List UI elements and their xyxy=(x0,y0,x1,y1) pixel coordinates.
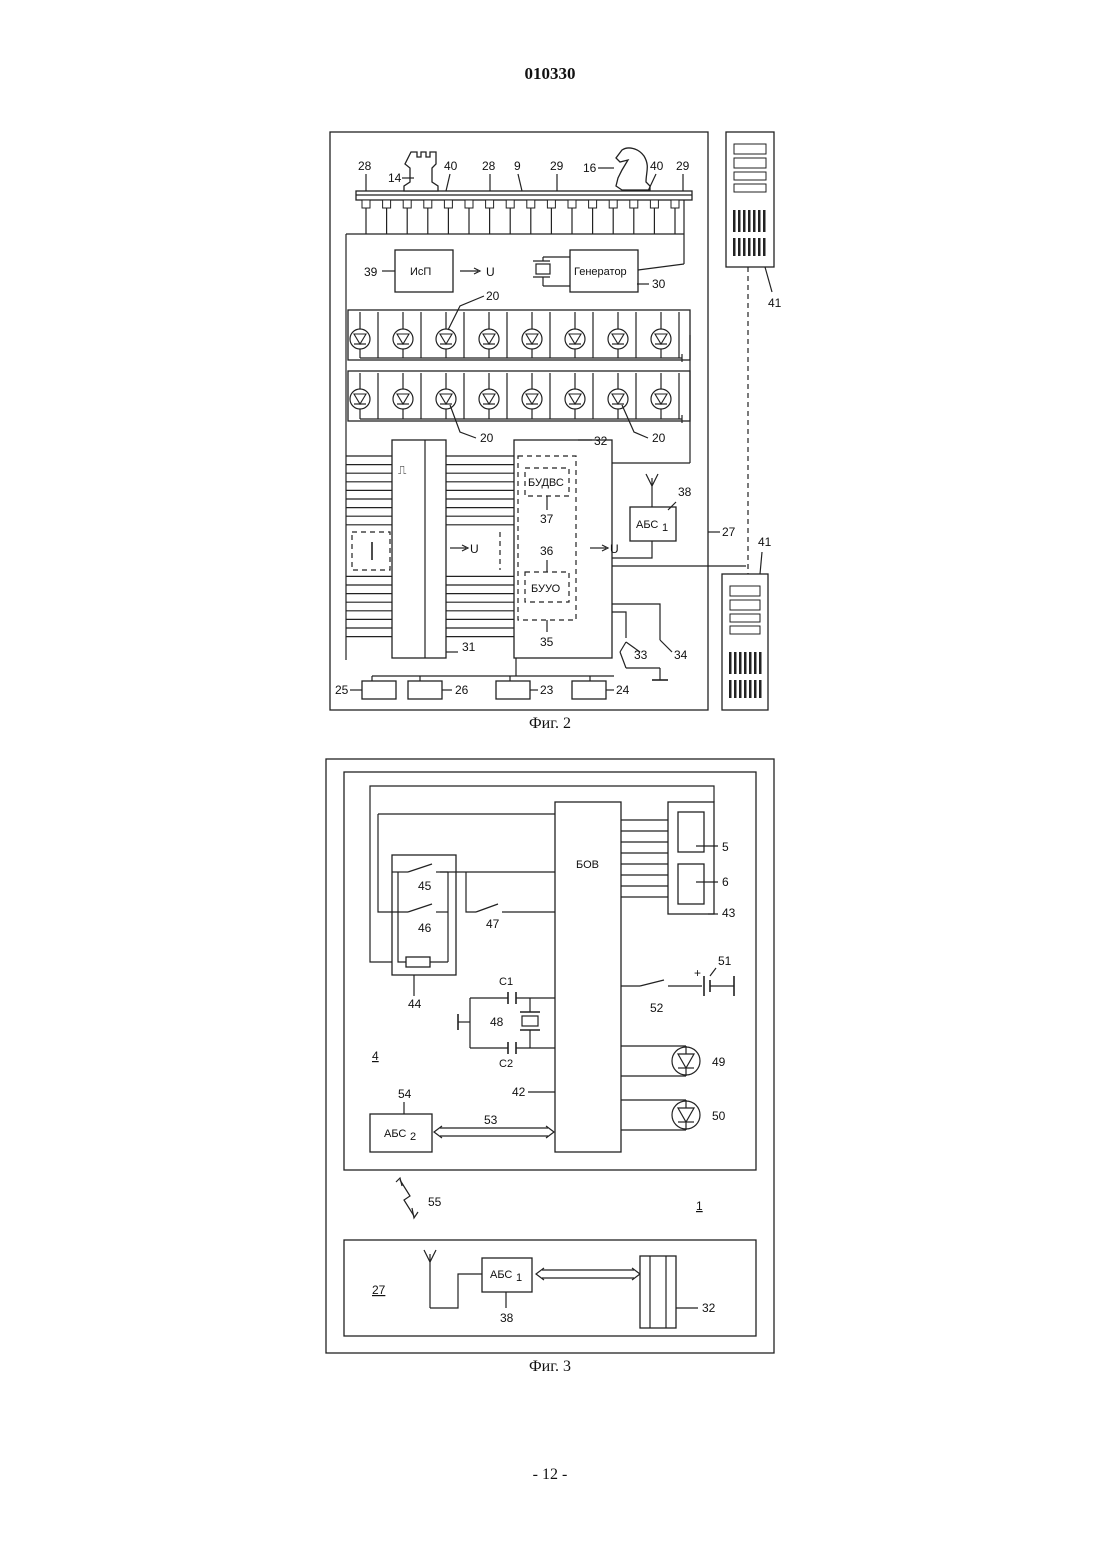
label-51: 51 xyxy=(718,954,732,968)
figure-3-diagram: БОВ 42 5 6 43 45 46 44 47 + 51 52 xyxy=(0,0,1100,1400)
page-number: - 12 - xyxy=(0,1466,1100,1484)
abs1-sub-fig3: 1 xyxy=(516,1272,522,1284)
bov-label: БОВ xyxy=(576,859,599,871)
abs2-sub: 2 xyxy=(410,1131,416,1143)
abs1-label-fig3: АБС xyxy=(490,1269,512,1281)
label-47: 47 xyxy=(486,917,500,931)
label-46: 46 xyxy=(418,921,432,935)
label-42: 42 xyxy=(512,1085,526,1099)
label-5: 5 xyxy=(722,840,729,854)
c2-label: C2 xyxy=(499,1058,513,1070)
indicator-6 xyxy=(678,864,704,904)
c1-label: C1 xyxy=(499,976,513,988)
label-52: 52 xyxy=(650,1001,664,1015)
label-38-fig3: 38 xyxy=(500,1311,514,1325)
chip-32-fig3 xyxy=(640,1256,676,1328)
label-55: 55 xyxy=(428,1195,442,1209)
label-6: 6 xyxy=(722,875,729,889)
label-49: 49 xyxy=(712,1055,726,1069)
block-27 xyxy=(344,1240,756,1336)
label-27-fig3: 27 xyxy=(372,1283,386,1297)
label-50: 50 xyxy=(712,1109,726,1123)
label-54: 54 xyxy=(398,1087,412,1101)
label-44: 44 xyxy=(408,997,422,1011)
label-4: 4 xyxy=(372,1049,379,1063)
abs2-label: АБС xyxy=(384,1128,406,1140)
resistor-icon xyxy=(406,957,430,967)
label-48: 48 xyxy=(490,1015,504,1029)
bov-chip-42 xyxy=(555,802,621,1152)
label-32-fig3: 32 xyxy=(702,1301,716,1315)
label-45: 45 xyxy=(418,879,432,893)
battery-plus: + xyxy=(694,966,701,980)
label-53: 53 xyxy=(484,1113,498,1127)
label-43: 43 xyxy=(722,906,736,920)
figure-3-caption: Фиг. 3 xyxy=(0,1358,1100,1376)
label-1: 1 xyxy=(696,1199,703,1213)
